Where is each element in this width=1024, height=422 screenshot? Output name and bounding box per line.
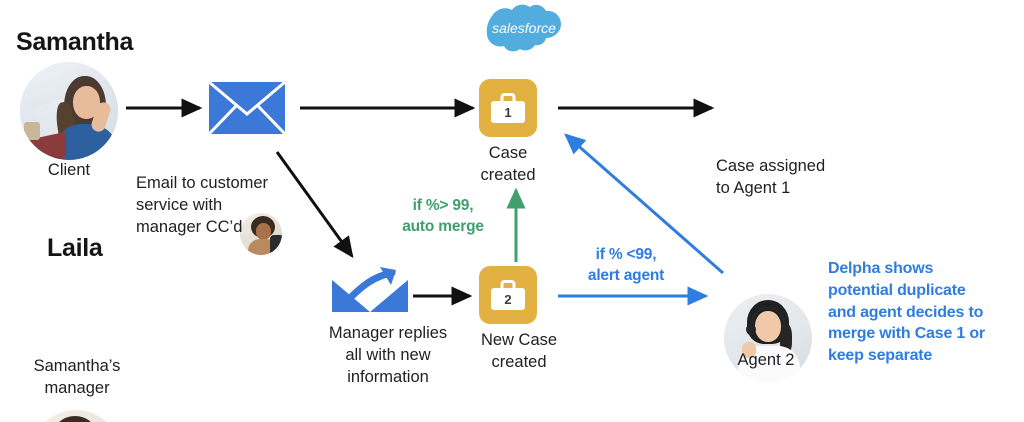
avatar-agent-1: [724, 294, 812, 382]
label-alert-agent-condition: if % <99, alert agent: [587, 246, 665, 284]
label-auto-merge-condition: if %> 99, auto merge: [402, 197, 484, 235]
briefcase-handle-icon: [500, 280, 516, 288]
annotation-delpha-note: Delpha shows potential duplicate and age…: [828, 260, 985, 364]
salesforce-wordmark-text: salesforce: [492, 20, 556, 36]
label-case-created: Case created: [480, 144, 536, 184]
label-agent-2: Agent 2: [737, 351, 795, 369]
label-manager-replies: Manager replies all with new information: [328, 324, 448, 386]
label-case-assigned-agent1: Case assigned to Agent 1: [716, 157, 826, 198]
case-1-number: 1: [504, 104, 512, 120]
avatar-manager: [32, 410, 120, 422]
label-email-to-customer-service: Email to customer service with manager C…: [136, 174, 269, 237]
person-name-laila: Laila: [47, 234, 103, 262]
email-icon: [207, 80, 287, 136]
briefcase-handle-icon: [500, 93, 516, 101]
avatar-manager-small: [238, 211, 284, 257]
salesforce-wordmark: salesforce: [476, 20, 572, 38]
case-2-number: 2: [504, 291, 512, 307]
label-new-case-created: New Case created: [480, 331, 558, 371]
reply-email-icon: [331, 267, 409, 312]
avatar-client: [20, 62, 118, 160]
label-client: Client: [47, 161, 91, 179]
label-samanthas-manager: Samantha’s manager: [33, 357, 121, 397]
person-name-samantha: Samantha: [16, 28, 134, 56]
case-1-icon: 1: [479, 79, 537, 137]
case-2-icon: 2: [479, 266, 537, 324]
